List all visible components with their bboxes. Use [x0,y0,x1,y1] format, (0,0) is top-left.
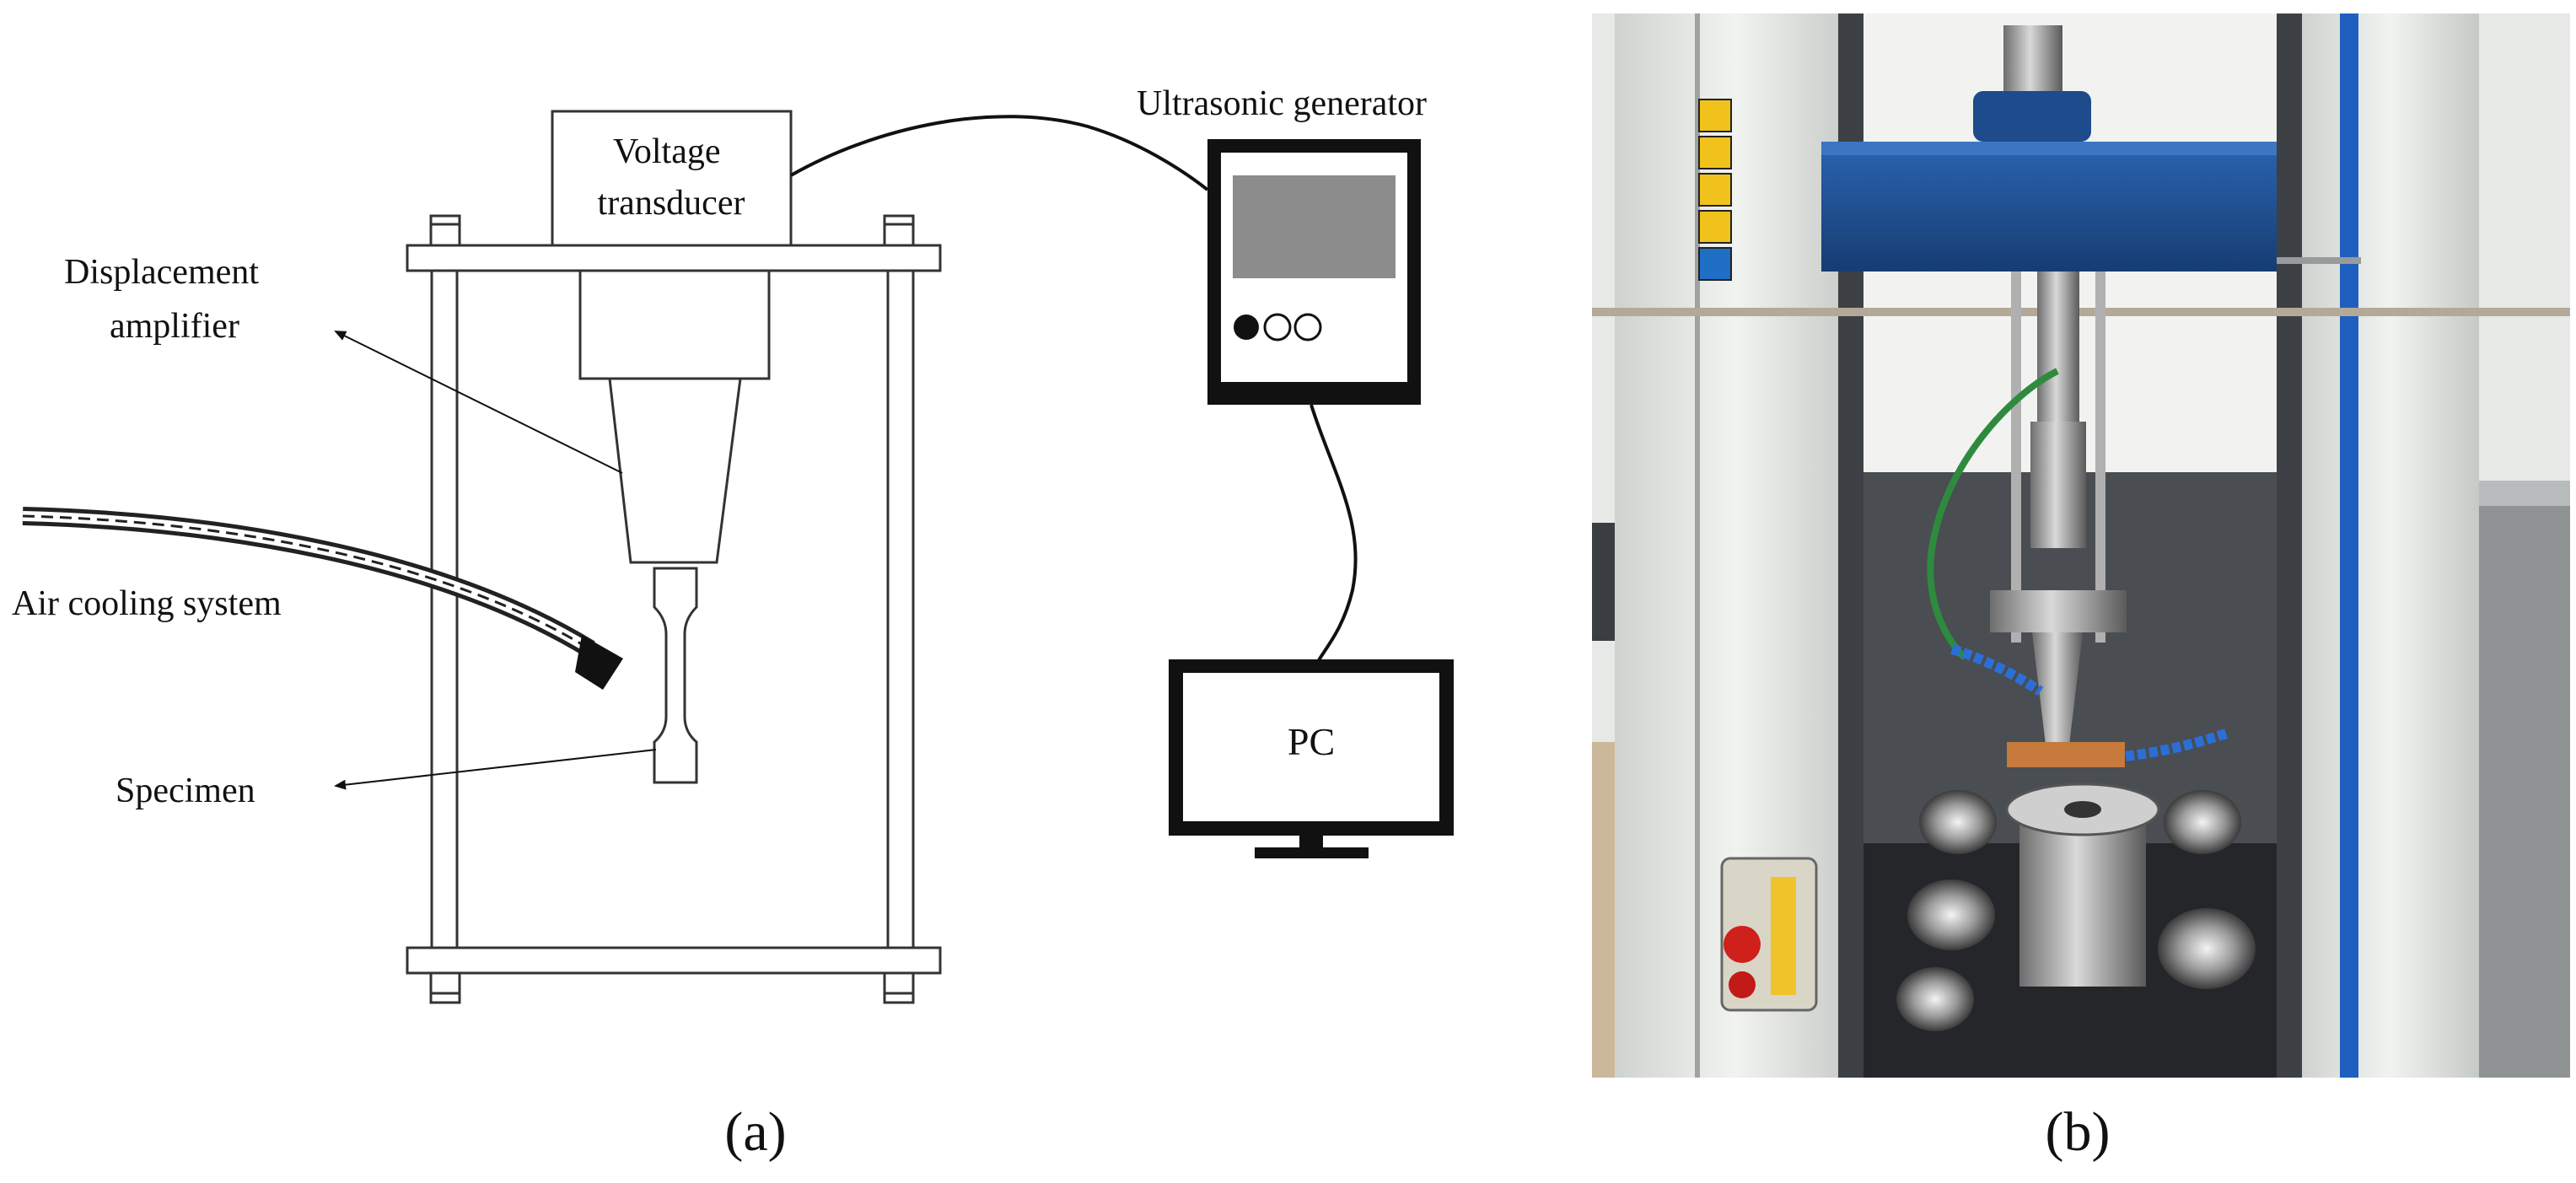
displacement-amplifier-label-line1: Displacement [64,253,259,292]
air-cooling-hose [22,507,623,690]
specimen-bowls [1896,790,2256,1031]
pc-monitor [1169,659,1454,858]
blue-scale-strip [2340,13,2358,1078]
side-cabinet [2466,481,2570,1078]
pc-stand-base [1255,847,1369,858]
pc-stand-neck [1299,836,1323,847]
generator-knob-open-2 [1293,313,1322,341]
voltage-transducer-box [551,110,793,247]
svg-text:Voltage transducer: Voltage transducer [598,132,745,223]
blue-cooling-hose-left [1950,644,2044,696]
blue-crosshead [1821,142,2277,272]
displacement-amplifier-arrow [334,331,623,474]
warning-stickers [1698,99,1732,281]
voltage-transducer-label-line1: Voltage [613,132,721,171]
cable-transducer-generator [790,115,1209,191]
air-cooling-system-label: Air cooling system [12,584,282,623]
displacement-amplifier-label-line2: amplifier [110,307,239,346]
emergency-stop-box [1720,857,1818,1012]
top-plate [406,244,942,272]
specimen-arrow [334,749,657,790]
right-column [886,261,915,963]
top-load-cell [2003,25,2062,93]
bottom-plate [406,946,942,975]
horn-photo [2032,632,2083,759]
caption-b: (b) [2046,1101,2111,1163]
panel-a-schematic: Voltage transducer Displacement amplifie… [12,84,1454,1163]
caption-a: (a) [724,1101,786,1163]
specimen-label: Specimen [116,772,255,810]
machine-right-column [2302,13,2479,1078]
ultrasonic-generator [1207,139,1421,405]
generator-knob-open-1 [1263,313,1292,341]
displacement-amplifier-horn [608,377,742,564]
generator-display [1233,175,1396,278]
bolt-top-left [429,214,461,247]
left-column [430,261,459,963]
air-nozzle [575,635,623,690]
ultrasonic-generator-label: Ultrasonic generator [1137,84,1427,123]
bolt-bottom-right [883,971,915,1004]
specimen-shape [653,567,698,784]
cable-generator-pc [1310,404,1358,667]
bolt-bottom-left [429,971,461,1004]
lower-fixture [2019,809,2146,987]
booster-block [578,269,771,380]
bolt-top-right [883,214,915,247]
panel-b-photo: (b) [1592,13,2570,1163]
voltage-transducer-label-line2: transducer [598,184,745,223]
svg-text:Displacement amplifier: Displacement amplifier [64,253,267,346]
generator-knob-filled [1234,315,1259,340]
pc-label: PC [1288,720,1335,763]
